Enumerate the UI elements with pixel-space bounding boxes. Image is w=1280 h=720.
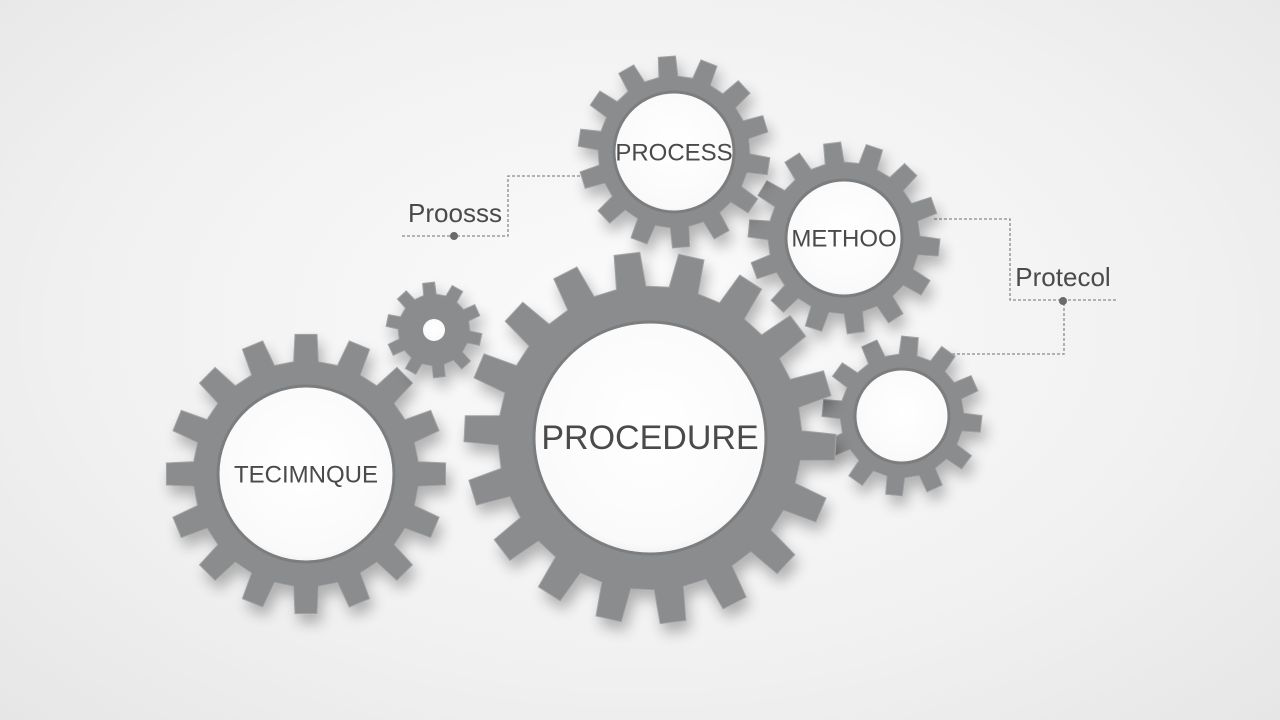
gear-blank-face [853,367,951,465]
gear-procedure-label: PROCEDURE [541,419,758,457]
gear-blank [821,335,983,497]
callout-left-label: Proosss [408,198,502,228]
connector-left [402,175,588,240]
gear-procedure-face [532,320,768,556]
gear-method: METHOO [747,141,941,335]
gear-small [385,281,483,379]
callout-right-label: Protecol [1015,262,1110,292]
connector-left-dot [450,232,458,240]
gear-procedure: PROCEDURE [463,251,837,625]
gear-method-label: METHOO [791,225,896,252]
gear-technique-label: TECIMNQUE [234,461,378,488]
gear-process-label: PROCESS [615,139,732,166]
gear-method-face [784,178,904,298]
gear-small-hub [423,319,445,341]
gear-process: PROCESS [577,55,771,249]
connector-right [934,218,1118,355]
gear-process-face [612,90,736,214]
gear-technique: TECIMNQUE [165,333,447,615]
connector-right-dot [1059,297,1067,305]
gear-technique-face [216,384,396,564]
